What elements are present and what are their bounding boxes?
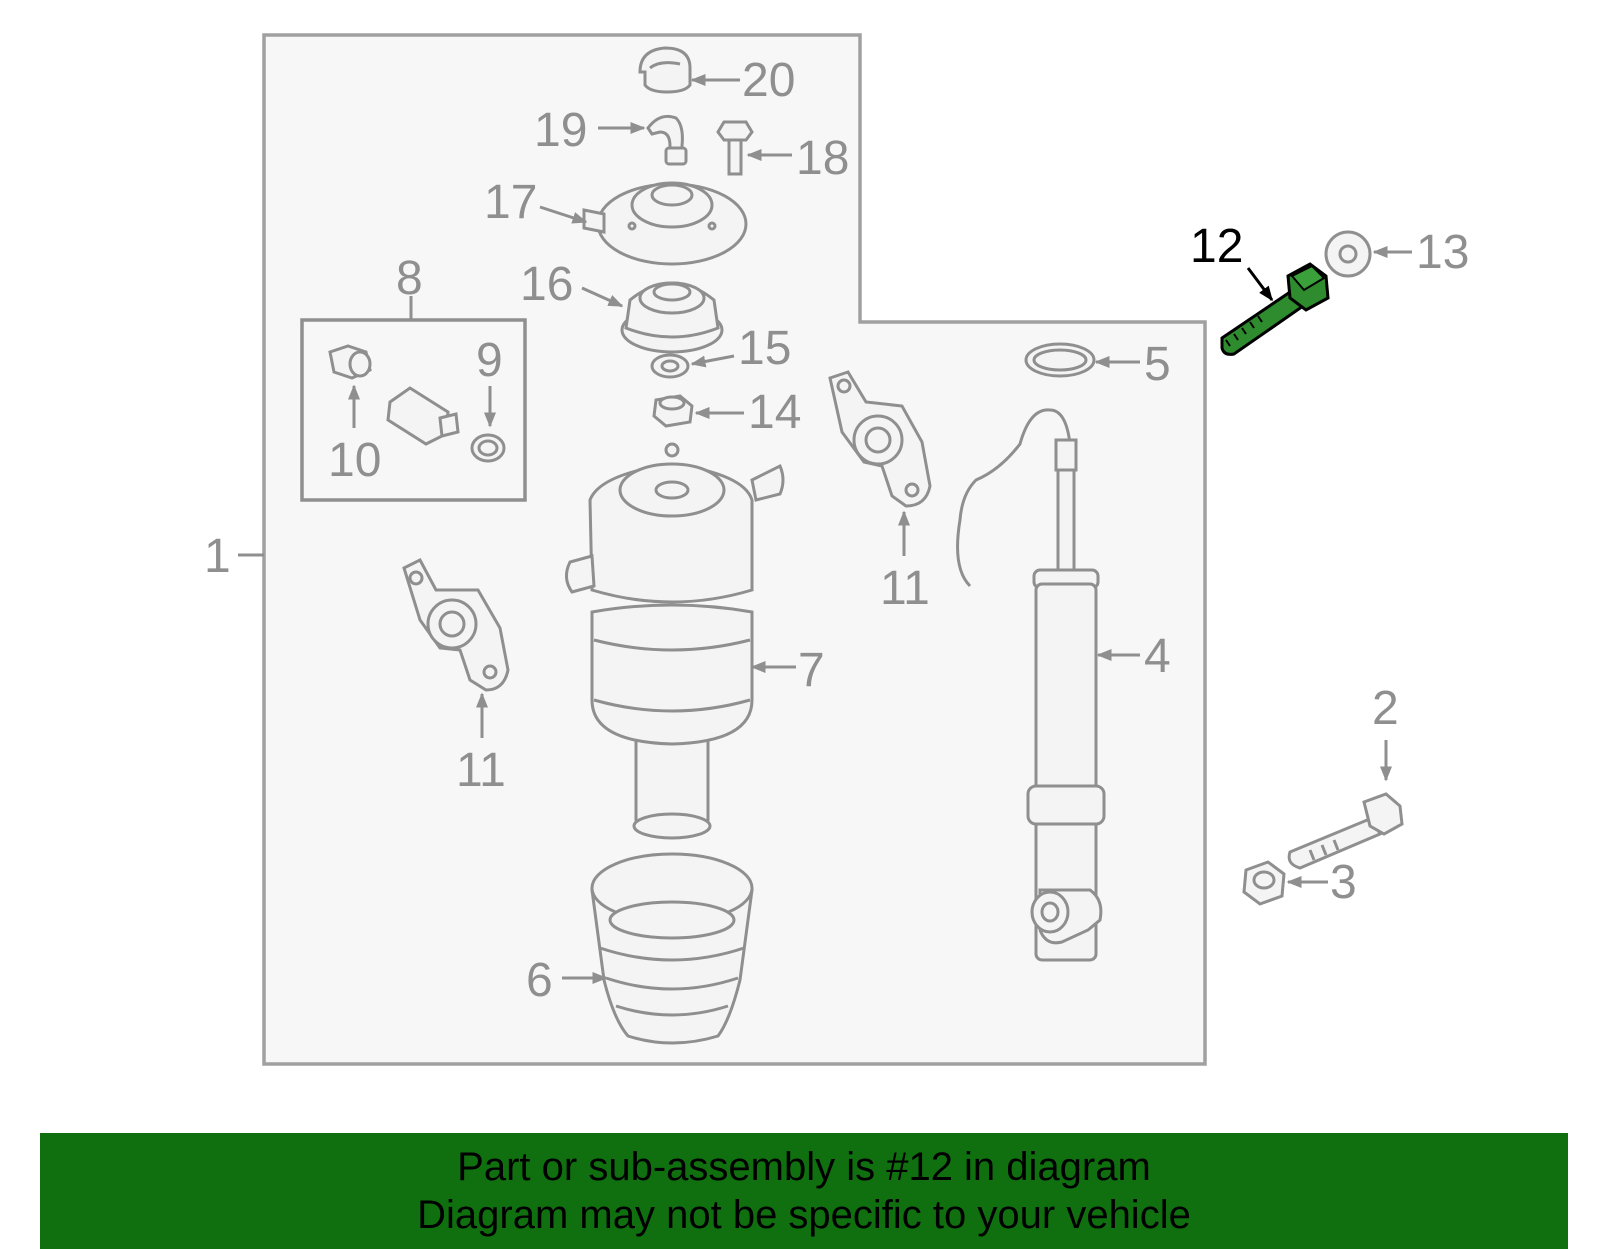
part-13-washer[interactable] [1324,230,1372,278]
callout-18: 18 [796,132,849,185]
part-18-bolt[interactable] [716,120,754,176]
callout-16: 16 [520,258,573,311]
callout-17: 17 [484,176,537,229]
subassembly-8-frame [300,318,527,502]
part-14-nut[interactable] [652,394,694,428]
callout-12: 12 [1190,220,1243,273]
part-12-bolt-highlighted[interactable] [1220,262,1330,356]
part-11-bracket-left[interactable] [402,558,510,692]
banner-line-disclaimer: Diagram may not be specific to your vehi… [417,1193,1191,1237]
callout-11-left: 11 [456,744,506,797]
callout-2: 2 [1372,682,1399,735]
callout-7: 7 [798,644,825,697]
callout-11-right: 11 [880,562,930,615]
part-10-fitting[interactable] [328,344,372,380]
callout-6: 6 [526,954,553,1007]
part-5-seal-ring[interactable] [1024,342,1096,378]
part-17-top-mount[interactable] [582,181,748,266]
part-4-shock-absorber[interactable] [956,408,1106,962]
callout-4: 4 [1144,630,1171,683]
part-9-o-ring[interactable] [470,433,506,463]
callout-1: 1 [204,530,231,583]
part-8-valve-body[interactable] [386,386,460,446]
callout-19: 19 [534,104,587,157]
callout-5: 5 [1144,338,1171,391]
callout-10: 10 [328,434,381,487]
callout-3: 3 [1330,856,1357,909]
part-7-air-spring[interactable] [565,442,785,840]
callout-9: 9 [476,334,503,387]
callout-20: 20 [742,54,795,107]
part-2-bolt[interactable] [1287,792,1404,870]
part-notice-banner: Part or sub-assembly is #12 in diagram D… [40,1133,1568,1249]
callout-13: 13 [1416,226,1469,279]
part-15-washer[interactable] [650,353,690,379]
callout-8: 8 [396,252,423,305]
callout-14: 14 [748,386,801,439]
part-11-bracket-right[interactable] [828,370,932,508]
part-6-dust-boot[interactable] [590,852,754,1045]
part-16-bearing[interactable] [620,281,724,354]
part-20-hose-clip[interactable] [638,46,692,94]
part-3-nut[interactable] [1242,860,1286,906]
part-19-elbow-fitting[interactable] [646,114,688,166]
banner-line-part: Part or sub-assembly is #12 in diagram [457,1145,1151,1189]
callout-15: 15 [738,322,791,375]
